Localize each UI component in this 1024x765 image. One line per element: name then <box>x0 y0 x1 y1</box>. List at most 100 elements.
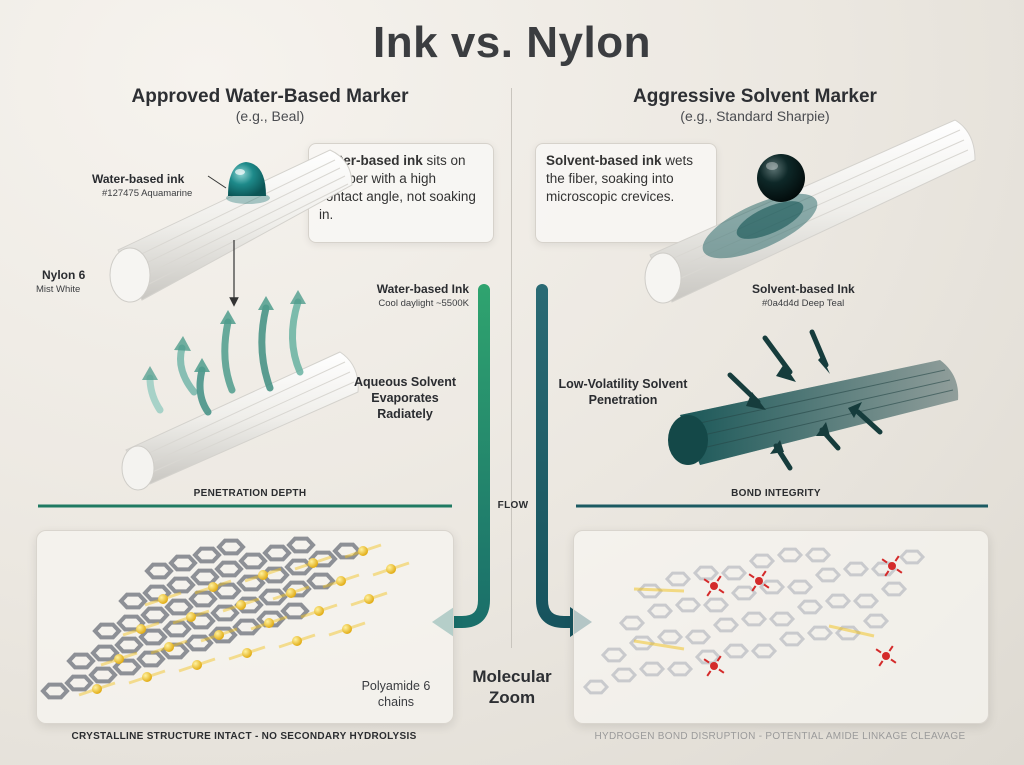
hexagon-ring <box>256 610 286 628</box>
left-lattice <box>40 536 410 700</box>
hydrogen-bond-dot <box>882 652 890 660</box>
hexagon-ring <box>258 588 288 606</box>
water-ink-droplet <box>226 162 270 204</box>
penetration-arrowheads <box>746 356 862 454</box>
hydrogen-bond-dot <box>358 546 368 556</box>
penetration-label: Low-Volatility Solvent Penetration <box>558 377 688 407</box>
hexagon-ring <box>192 546 222 564</box>
hexagon-ring <box>778 631 806 647</box>
hexagon-ring <box>168 554 198 572</box>
hexagon-ring <box>188 590 218 608</box>
bond-break-spark <box>716 575 722 582</box>
right-bottom-fiber <box>668 360 959 465</box>
left-heading: Approved Water-Based Marker <box>131 86 409 107</box>
hexagon-ring <box>166 576 196 594</box>
right-heading: Aggressive Solvent Marker <box>633 86 877 107</box>
bond-break-spark <box>706 590 712 597</box>
right-callout-bold: Solvent-based ink <box>546 153 662 168</box>
bond-break-spark <box>894 555 900 562</box>
bond-break-spark <box>878 660 884 667</box>
right-example: (e.g., Standard Sharpie) <box>680 108 830 124</box>
hydrogen-bond-dot <box>342 624 352 634</box>
hexagon-ring <box>284 558 314 576</box>
hexagon-ring <box>164 598 194 616</box>
hydrogen-bond-dot <box>136 624 146 634</box>
page-title: Ink vs. Nylon <box>373 18 651 67</box>
hexagon-ring <box>834 625 862 641</box>
right-top-fiber <box>644 119 976 304</box>
hexagon-ring <box>748 553 776 569</box>
bond-integrity-label: BOND INTEGRITY <box>731 488 821 499</box>
hydrogen-bond-dot <box>208 582 218 592</box>
center-divider <box>511 88 512 648</box>
fiber-color: Mist White <box>36 284 81 295</box>
bond-break-spark <box>703 578 710 584</box>
hydrogen-bond-dot <box>192 660 202 670</box>
solvent-ink-droplet <box>757 154 805 202</box>
hexagon-ring <box>144 562 174 580</box>
evaporation-arrowheads <box>142 290 306 380</box>
bond-break-spark <box>881 558 888 564</box>
hexagon-ring <box>720 565 748 581</box>
fiber-label: Nylon 6 <box>42 268 86 282</box>
hydrogen-bond-dot <box>164 642 174 652</box>
water-ink-color: #127475 Aquamarine <box>102 188 193 199</box>
hydrogen-bond-dot <box>888 562 896 570</box>
hexagon-ring <box>582 679 610 695</box>
hydrogen-bond-dot <box>92 684 102 694</box>
hexagon-ring <box>600 647 628 663</box>
hydrogen-bond-dot <box>236 600 246 610</box>
hexagon-ring <box>664 571 692 587</box>
flow-label: FLOW <box>497 500 529 511</box>
bond-break-spark <box>763 583 770 589</box>
right-lattice <box>582 547 926 695</box>
hexagon-ring <box>282 580 312 598</box>
hexagon-ring <box>214 560 244 578</box>
hexagon-ring <box>140 606 170 624</box>
bond-break-spark <box>718 588 725 594</box>
bond-break-spark <box>888 645 894 652</box>
hexagon-ring <box>112 658 142 676</box>
hydrogen-bond-dot <box>292 636 302 646</box>
hexagon-ring <box>768 611 796 627</box>
bond-break-spark <box>718 668 725 674</box>
solvent-ink-color: #0a4d4d Deep Teal <box>762 298 845 309</box>
hexagon-ring <box>712 617 740 633</box>
hexagon-ring <box>750 643 778 659</box>
hexagon-ring <box>796 599 824 615</box>
hexagon-ring <box>618 615 646 631</box>
hexagon-ring <box>638 661 666 677</box>
hydrogen-bond-dot <box>258 570 268 580</box>
left-molecular-panel <box>36 530 454 724</box>
hexagon-ring <box>804 547 832 563</box>
hexagon-ring <box>332 542 362 560</box>
hexagon-ring <box>692 565 720 581</box>
hydrogen-bond-dot <box>158 594 168 604</box>
hexagon-ring <box>114 636 144 654</box>
flow-ink-label: Water-based Ink <box>376 282 469 296</box>
hexagon-ring <box>636 583 664 599</box>
bond-break-spark <box>748 573 755 579</box>
hexagon-ring <box>216 538 246 556</box>
bond-glow-line <box>633 639 685 651</box>
hexagon-ring <box>610 667 638 683</box>
hydrogen-bond-dot <box>264 618 274 628</box>
polyamide-label: Polyamide 6 chains <box>361 679 431 709</box>
solvent-ink-label: Solvent-based Ink <box>752 282 855 296</box>
hexagon-ring <box>280 602 310 620</box>
water-ink-label: Water-based ink <box>92 172 185 186</box>
bond-break-spark <box>761 570 767 577</box>
hydrogen-bond-dot <box>336 576 346 586</box>
bond-break-spark <box>706 670 712 677</box>
hexagon-ring <box>238 552 268 570</box>
hexagon-ring <box>730 585 758 601</box>
hexagon-ring <box>674 597 702 613</box>
hexagon-ring <box>702 597 730 613</box>
hexagon-ring <box>666 661 694 677</box>
hexagon-ring <box>824 593 852 609</box>
hexagon-ring <box>184 634 214 652</box>
hexagon-ring <box>758 579 786 595</box>
hexagon-ring <box>898 549 926 565</box>
hexagon-ring <box>786 579 814 595</box>
